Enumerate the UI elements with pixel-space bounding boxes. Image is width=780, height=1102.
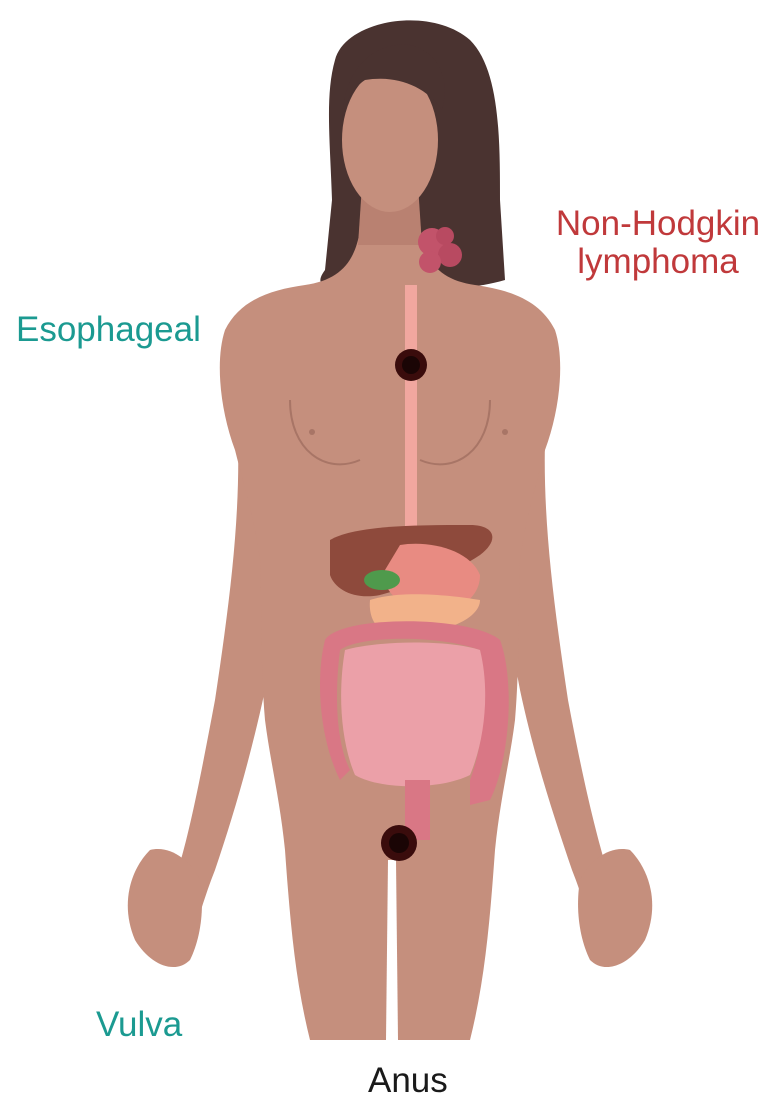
non-hodgkin-lymphoma-label: Non-Hodgkin lymphoma bbox=[540, 205, 776, 281]
leg-gap bbox=[386, 860, 398, 1040]
nhl-line-1: Non-Hodgkin bbox=[540, 205, 776, 243]
vulva-label: Vulva bbox=[96, 1006, 182, 1044]
right-hand bbox=[578, 849, 652, 967]
small-intestine bbox=[341, 643, 485, 787]
esophageal-label: Esophageal bbox=[16, 311, 201, 349]
esophageal-tumor bbox=[395, 349, 427, 381]
esophagus bbox=[405, 285, 417, 540]
gallbladder bbox=[364, 570, 400, 590]
left-hand bbox=[128, 849, 202, 967]
anus-label: Anus bbox=[368, 1062, 448, 1100]
nhl-line-2: lymphoma bbox=[540, 243, 776, 281]
nipple-left bbox=[309, 429, 315, 435]
nipple-right bbox=[502, 429, 508, 435]
anal-tumor bbox=[381, 825, 417, 861]
